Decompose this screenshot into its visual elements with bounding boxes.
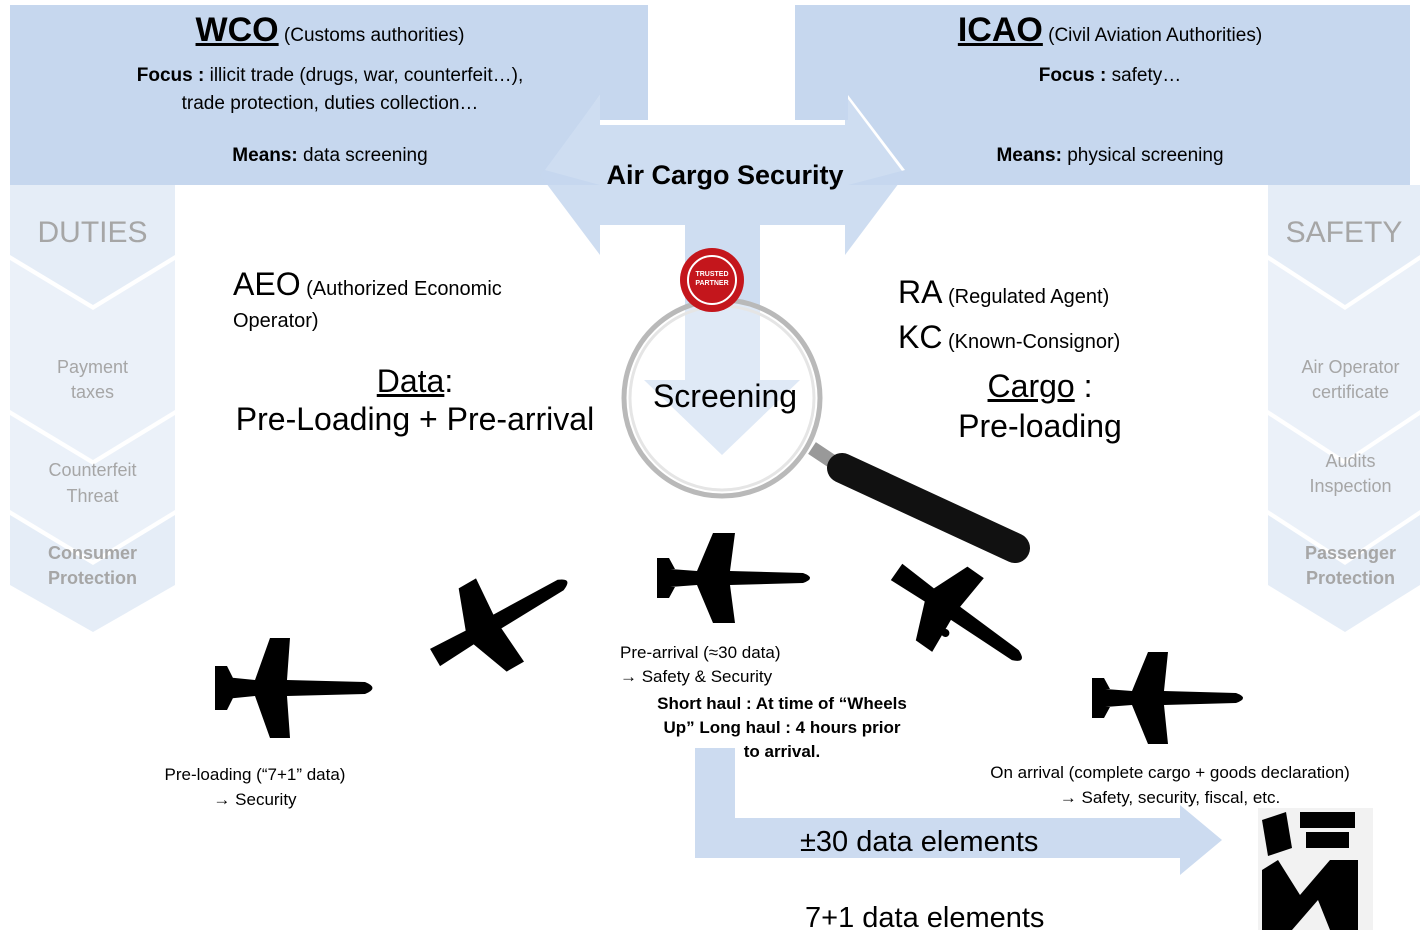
duties-item-payment-line2: taxes [70, 382, 115, 402]
safety-column [1268, 185, 1420, 305]
airplane-icon-arrival [1092, 652, 1243, 744]
wco-focus-label: Focus : [136, 65, 205, 86]
prearrival-bold3: to arrival. [743, 742, 821, 761]
prearrival-caption: Pre-arrival (≈30 data) → Safety & Securi… [620, 641, 950, 689]
data7-label: 7+1 data elements [805, 902, 1045, 934]
prearrival-timing: Short haul : At time of “Wheels Up” Long… [612, 692, 952, 764]
safety-item-aoc-line1: Air Operator [1301, 357, 1400, 377]
wco-focus-text2: trade protection, duties collection… [181, 93, 479, 114]
airplane-icon-preloading [215, 638, 373, 738]
wco-means: Means: data screening [100, 145, 560, 167]
wco-subtitle: (Customs authorities) [283, 25, 465, 46]
arrival-caption: On arrival (complete cargo + goods decla… [930, 760, 1410, 810]
duties-item-payment-line1: Payment [56, 357, 129, 377]
ra-desc: (Regulated Agent) [948, 286, 1110, 308]
safety-item-passenger-line1: Passenger [1304, 543, 1397, 563]
safety-item-audits-line2: Inspection [1309, 476, 1392, 496]
icao-arrow-band [795, 5, 1410, 185]
safety-chev-1 [1268, 260, 1420, 460]
prearrival-bold2: Up” Long haul : 4 hours prior [663, 718, 901, 737]
duties-item-counterfeit-line1: Counterfeit [48, 460, 137, 480]
aeo-acronym: AEO [233, 266, 301, 302]
icao-acronym: ICAO [957, 11, 1043, 49]
customs-officer-icon [1258, 808, 1373, 930]
preloading-caption: Pre-loading (“7+1” data) → Security [120, 762, 390, 812]
center-title: Air Cargo Security [606, 160, 844, 190]
safety-item-passenger-line2: Protection [1305, 568, 1395, 588]
duties-item-payment: Payment taxes [10, 355, 175, 405]
safety-chev-2 [1268, 415, 1420, 560]
airplane-icon-landing [890, 563, 1022, 661]
aeo-desc1: (Authorized Economic [306, 278, 502, 300]
icao-means-label: Means: [996, 145, 1062, 166]
duties-item-counterfeit-line2: Threat [66, 486, 119, 506]
wco-focus-text: illicit trade (drugs, war, counterfeit…)… [209, 65, 524, 86]
wco-means-label: Means: [232, 145, 298, 166]
airplane-icon-cruise [657, 533, 810, 623]
kc-desc: (Known-Consignor) [948, 331, 1121, 353]
icao-means: Means: physical screening [900, 145, 1320, 167]
safety-item-audits: Audits Inspection [1268, 449, 1420, 499]
aeo-data: Data: Pre-Loading + Pre-arrival [200, 362, 630, 438]
screening-label: Screening [652, 378, 798, 414]
duties-chev-2 [10, 415, 175, 560]
safety-chev-3 [1268, 515, 1420, 632]
safety-item-aoc: Air Operator certificate [1268, 355, 1420, 405]
duties-chev-3 [10, 515, 175, 632]
aeo-data-text: Pre-Loading + Pre-arrival [235, 401, 595, 437]
magnifier-icon [621, 297, 1030, 563]
duties-item-consumer: Consumer Protection [10, 541, 175, 591]
preloading-line1: Pre-loading (“7+1” data) [164, 765, 346, 784]
ra-cargo: Cargo : Pre-loading [900, 366, 1180, 446]
ra-block: RA (Regulated Agent) KC (Known-Consignor… [898, 272, 1228, 362]
trusted-partner-badge [680, 248, 744, 312]
prearrival-line2: → Safety & Security [620, 667, 773, 686]
airplane-icon-takeoff [430, 578, 568, 672]
safety-title: SAFETY [1285, 216, 1403, 249]
arrival-line1: On arrival (complete cargo + goods decla… [990, 763, 1350, 782]
aeo-block: AEO (Authorized Economic Operator) [233, 268, 613, 337]
wco-focus: Focus : illicit trade (drugs, war, count… [40, 62, 620, 118]
wco-means-text: data screening [303, 145, 428, 166]
icao-focus: Focus : safety… [900, 62, 1320, 90]
icao-focus-text: safety… [1111, 65, 1182, 86]
kc-acronym: KC [898, 319, 943, 355]
preloading-line2: → Security [213, 790, 297, 809]
duties-item-consumer-line2: Protection [47, 568, 137, 588]
ra-acronym: RA [898, 274, 943, 310]
safety-item-passenger: Passenger Protection [1268, 541, 1420, 591]
arrival-line2: → Safety, security, fiscal, etc. [1059, 788, 1281, 807]
aeo-data-label: Data [376, 363, 445, 399]
ra-cargo-label: Cargo [987, 368, 1075, 404]
ra-cargo-text: Pre-loading [958, 408, 1122, 444]
icao-means-text: physical screening [1067, 145, 1224, 166]
prearrival-bold1: Short haul : At time of “Wheels [657, 694, 907, 713]
wco-header: WCO (Customs authorities) [60, 13, 600, 51]
duties-chev-1 [10, 260, 175, 460]
wco-arrow-band [10, 5, 648, 185]
data-flow-arrow [695, 748, 1222, 875]
icao-subtitle: (Civil Aviation Authorities) [1048, 25, 1263, 46]
aeo-data-colon: : [444, 363, 454, 399]
safety-item-aoc-line2: certificate [1311, 382, 1390, 402]
duties-item-counterfeit: Counterfeit Threat [10, 457, 175, 509]
wco-acronym: WCO [195, 11, 279, 49]
duties-item-consumer-line1: Consumer [47, 543, 137, 563]
aeo-desc2: Operator) [233, 310, 319, 332]
prearrival-line1: Pre-arrival (≈30 data) [620, 643, 781, 662]
badge-text: TRUSTED PARTNER [695, 271, 729, 287]
safety-item-audits-line1: Audits [1325, 451, 1376, 471]
data30-label: ±30 data elements [800, 826, 1039, 858]
ra-cargo-colon: : [1074, 368, 1093, 404]
icao-header: ICAO (Civil Aviation Authorities) [860, 13, 1360, 51]
icao-focus-label: Focus : [1038, 65, 1107, 86]
duties-title: DUTIES [37, 216, 148, 249]
duties-column [10, 185, 175, 305]
